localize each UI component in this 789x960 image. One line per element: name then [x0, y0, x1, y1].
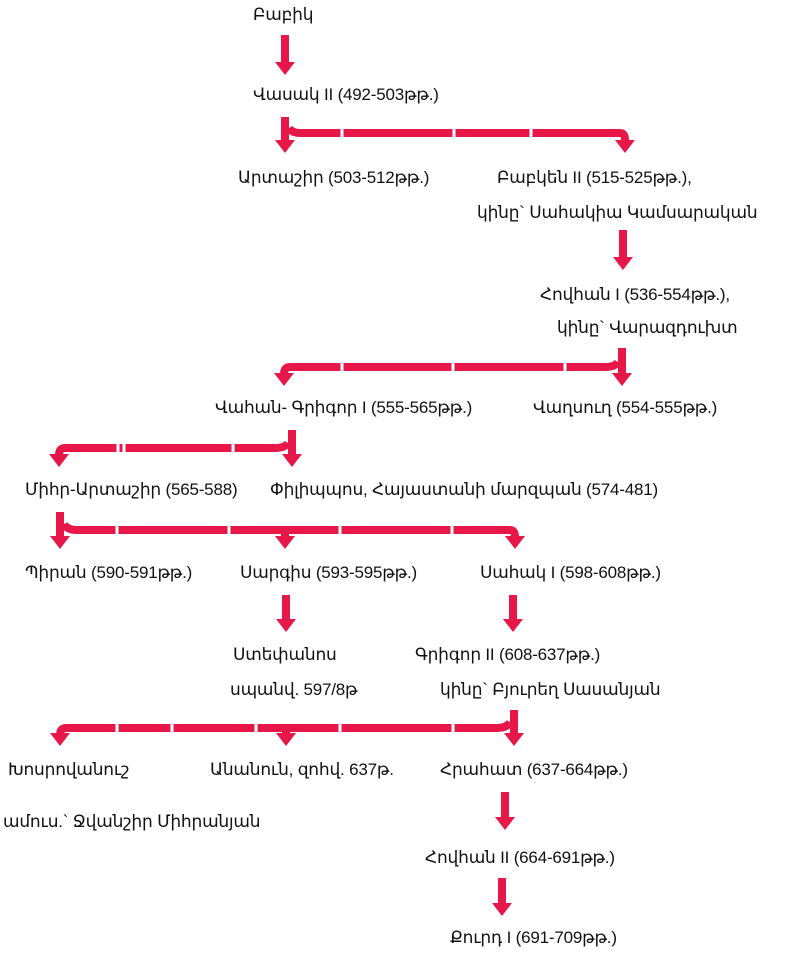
branch-hovhan1-children [274, 348, 632, 386]
arrow-babik-vasak [275, 35, 295, 75]
person-hrahat: Հրահատ (637-664թթ.) [440, 760, 628, 779]
arrow-hovhan2-kurd [492, 878, 512, 916]
note-stepanos: սպանվ. 597/8թ [230, 680, 358, 699]
person-vahan-grigor-i: Վահան- Գրիգոր I (555-565թթ.) [215, 398, 473, 417]
arrow-hrahat-hovhan2 [495, 792, 515, 830]
person-stepanos: Ստեփանոս [233, 645, 337, 664]
person-vaghsugh: Վաղսուղ (554-555թթ.) [533, 398, 718, 417]
spouse-note-babken-ii: կինը` Սահակիա Կամսարական [477, 203, 758, 222]
spouse-note-hovhan-i: կինը` Վարազդուխտ [557, 318, 738, 337]
person-kurd-i: Քուրդ I (691-709թթ.) [450, 928, 617, 947]
person-grigor-ii: Գրիգոր II (608-637թթ.) [415, 645, 601, 664]
person-babken-ii: Բաբկեն II (515-525թթ.), [497, 168, 692, 187]
spouse-note-khosrovanush: ամուս.` Ջվանշիր Միհրանյան [3, 812, 261, 831]
person-khosrovanush: Խոսրովանուշ [8, 760, 130, 779]
branch-vasak-children [275, 117, 635, 153]
person-hovhan-i: Հովհան I (536-554թթ.), [540, 285, 730, 304]
branch-mihr-artashir-children [50, 512, 525, 549]
person-piran: Պիրան (590-591թթ.) [25, 563, 193, 582]
person-pilippos: Փիլիպպոս, Հայաստանի մարզպան (574-481) [270, 480, 658, 499]
person-vasak-ii: Վասակ II (492-503թթ.) [253, 85, 439, 104]
person-mihr-artashir: Միհր-Արտաշիր (565-588) [25, 480, 238, 499]
spouse-note-grigor-ii: կինը` Բյուրեղ Սասանյան [440, 680, 661, 699]
person-artashir: Արտաշիր (503-512թթ.) [238, 168, 430, 187]
arrow-babken-hovhan [613, 230, 633, 270]
person-babik: Բաբիկ [253, 5, 314, 24]
person-sahak-i: Սահակ I (598-608թթ.) [480, 563, 661, 582]
branch-vahan-children [49, 430, 302, 467]
person-hovhan-ii: Հովհան II (664-691թթ.) [425, 848, 615, 867]
person-sargis: Սարգիս (593-595թթ.) [240, 563, 417, 582]
arrow-sahak-grigor2 [503, 595, 523, 632]
person-ananun: Անանուն, զոհվ. 637թ. [210, 760, 394, 779]
branch-grigor2-children [50, 710, 524, 746]
arrow-sargis-stepanos [276, 595, 296, 632]
